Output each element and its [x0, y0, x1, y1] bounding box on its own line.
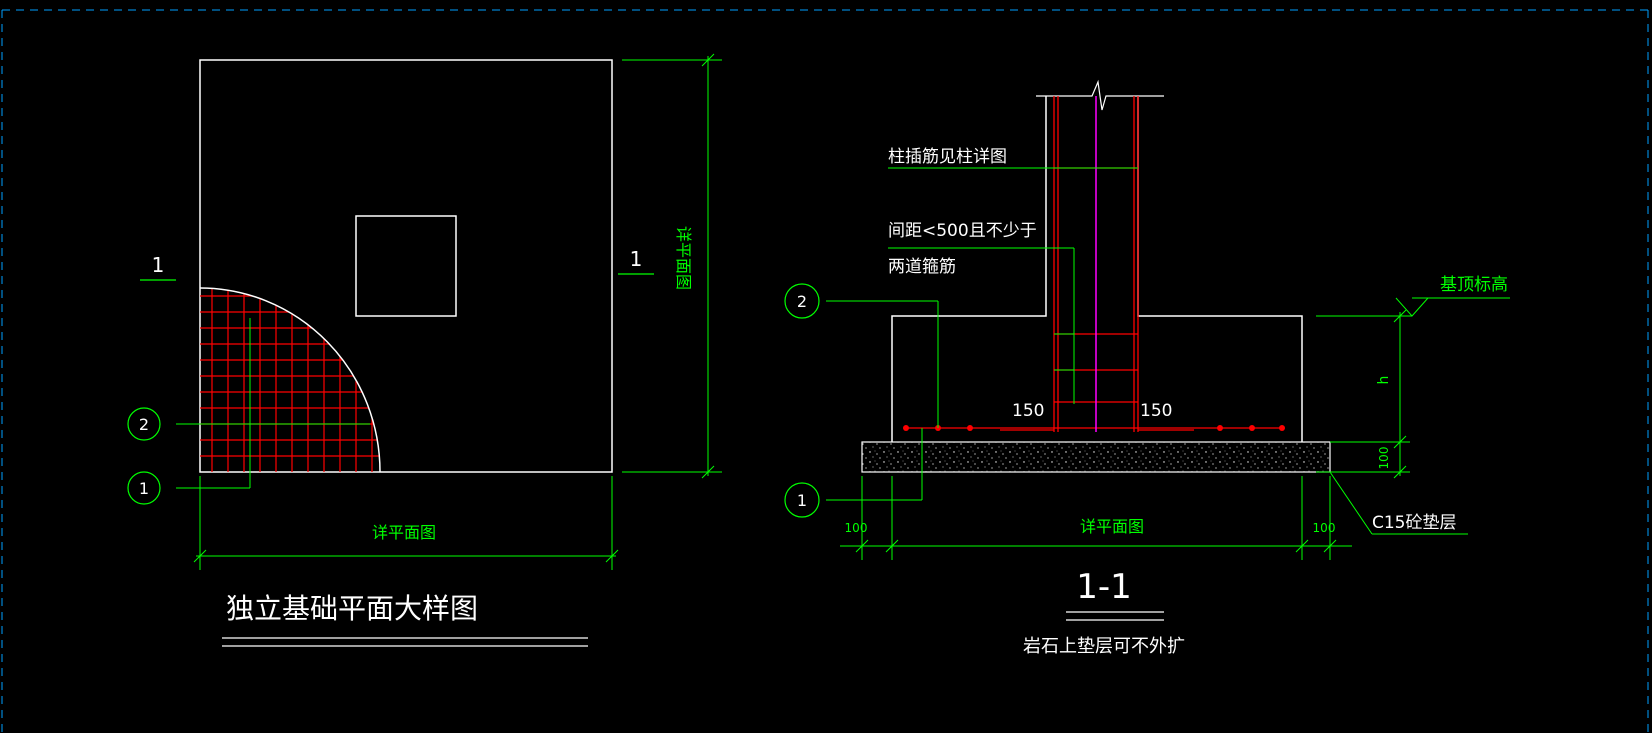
section-mark-right: 1 — [630, 247, 643, 271]
plan-title: 独立基础平面大样图 — [226, 592, 478, 625]
section-callout-1-marker: 1 — [784, 482, 820, 518]
plan-view: 2 1 1 1 详平面图 详平面图 独立基础平面大样图 — [127, 53, 722, 647]
bottom-rebar-dots — [903, 425, 1285, 431]
section-view: 柱插筋见柱详图 间距<500且不少于 两道箍筋 150 150 2 1 — [784, 79, 1510, 657]
rebar-mesh — [200, 288, 380, 472]
pad-label: C15砼垫层 — [1372, 513, 1457, 533]
dim-h: h — [1376, 376, 1392, 385]
note-column-bars: 柱插筋见柱详图 — [888, 147, 1007, 167]
drawing-frame — [1, 9, 1652, 733]
section-subtitle: 岩石上垫层可不外扩 — [1023, 636, 1185, 657]
concrete-pad — [861, 441, 1331, 473]
dim-100-right: 100 — [1313, 521, 1336, 535]
note-stirrup-line1: 间距<500且不少于 — [888, 221, 1037, 241]
column-break-line — [1036, 79, 1164, 111]
section-mark-left: 1 — [152, 253, 165, 277]
footing-outline — [199, 59, 613, 473]
elevation-label: 基顶标高 — [1440, 275, 1508, 295]
section-title: 1-1 — [1076, 567, 1132, 607]
plan-dim-bottom: 详平面图 — [372, 523, 436, 542]
elevation-mark — [1316, 297, 1510, 317]
plan-dim-right: 详平面图 — [674, 226, 693, 290]
section-dim-bottom: 详平面图 — [1080, 517, 1144, 536]
callout-1-marker: 1 — [127, 471, 161, 505]
dim-100-left: 100 — [845, 521, 868, 535]
dim-150-right: 150 — [1140, 401, 1172, 421]
section-callout-2-label: 2 — [797, 292, 807, 311]
callout-2-marker: 2 — [127, 407, 161, 441]
section-callout-2-marker: 2 — [784, 283, 820, 319]
dim-150-left: 150 — [1012, 401, 1044, 421]
callout-1-label: 1 — [139, 479, 149, 498]
quarter-arc — [199, 287, 381, 473]
section-callout-1-label: 1 — [797, 491, 807, 510]
note-stirrup-line2: 两道箍筋 — [888, 257, 956, 277]
column-outline — [355, 215, 457, 317]
callout-2-label: 2 — [139, 415, 149, 434]
dim-pad-100: 100 — [1377, 447, 1391, 470]
